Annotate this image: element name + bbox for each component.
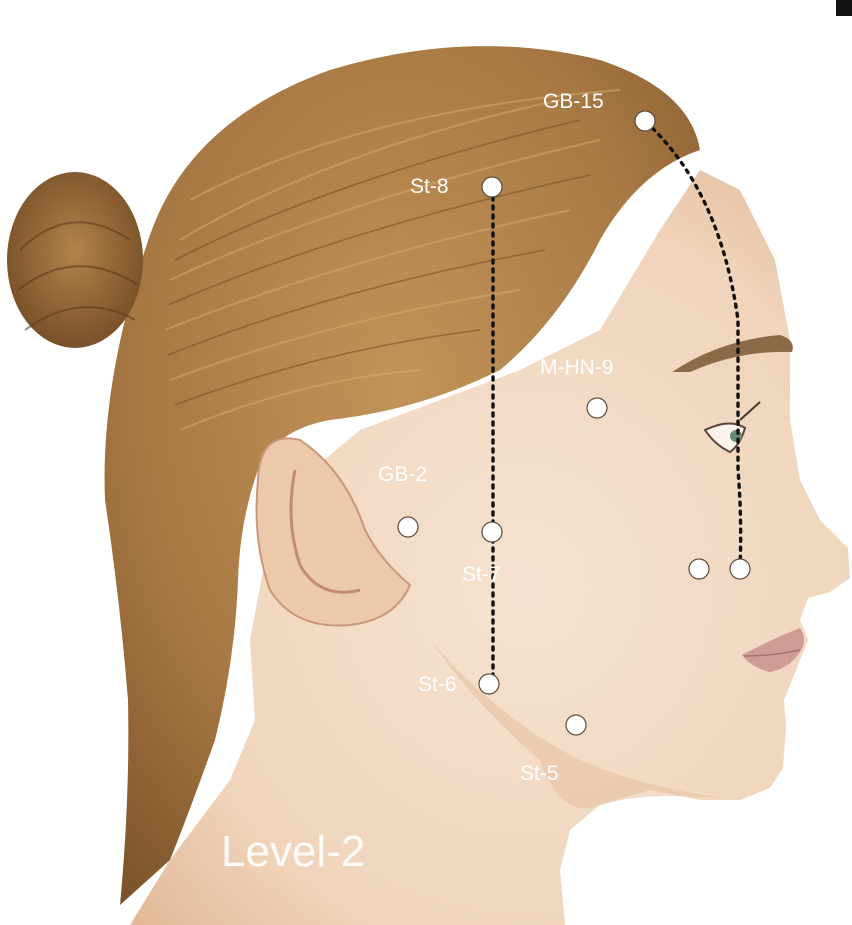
point-face-a bbox=[689, 559, 709, 579]
point-st8 bbox=[482, 177, 502, 197]
point-st7 bbox=[482, 522, 502, 542]
point-label-gb2: GB-2 bbox=[378, 463, 427, 486]
point-label-mhn9: M-HN-9 bbox=[540, 356, 614, 379]
hair-bun bbox=[7, 172, 143, 348]
point-label-st8: St-8 bbox=[410, 175, 449, 198]
level-label: Level-2 bbox=[221, 827, 365, 876]
point-gb2 bbox=[398, 517, 418, 537]
point-label-st5: St-5 bbox=[520, 762, 559, 785]
point-label-gb15: GB-15 bbox=[543, 90, 604, 113]
iris bbox=[730, 430, 742, 442]
point-face-b bbox=[730, 559, 750, 579]
point-st6 bbox=[479, 674, 499, 694]
point-label-st6: St-6 bbox=[418, 673, 457, 696]
corner-mark bbox=[836, 0, 852, 16]
point-mhn9 bbox=[587, 398, 607, 418]
point-gb15 bbox=[635, 111, 655, 131]
point-st5 bbox=[566, 715, 586, 735]
point-label-st7: St-7 bbox=[462, 563, 501, 586]
